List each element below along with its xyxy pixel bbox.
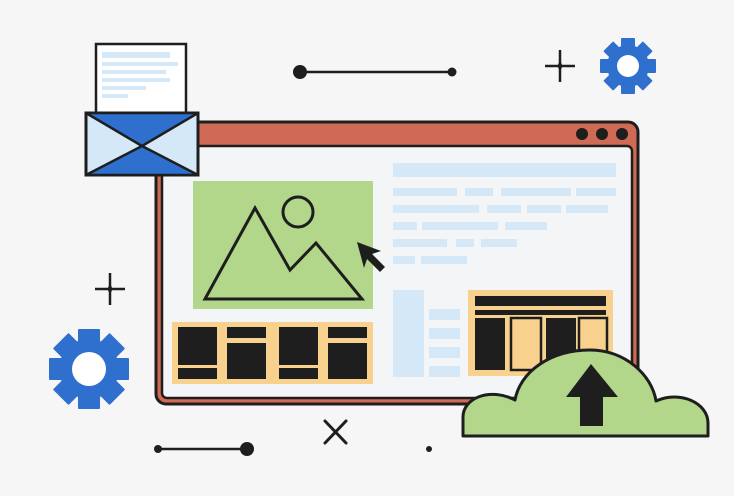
upload-cloud-icon bbox=[461, 348, 710, 438]
document-icon bbox=[94, 42, 188, 120]
text-placeholder-block bbox=[393, 163, 616, 264]
window-control-dot bbox=[596, 128, 608, 140]
dot-decoration bbox=[426, 446, 432, 452]
close-icon bbox=[323, 419, 348, 445]
sparkle-icon bbox=[95, 273, 125, 305]
window-control-dot bbox=[616, 128, 628, 140]
image-icon bbox=[193, 181, 373, 309]
window-control-dot bbox=[576, 128, 588, 140]
gear-icon bbox=[600, 38, 656, 94]
envelope-icon bbox=[84, 111, 200, 177]
connector-line-top bbox=[293, 65, 457, 79]
connector-line-bottom bbox=[154, 442, 254, 456]
gear-icon bbox=[49, 329, 129, 409]
layout-card bbox=[468, 290, 613, 376]
cursor-icon bbox=[357, 242, 385, 272]
upload-arrow-icon bbox=[566, 364, 618, 426]
sparkle-icon bbox=[545, 50, 575, 82]
layout-card bbox=[172, 322, 373, 384]
list-placeholder bbox=[393, 290, 460, 377]
